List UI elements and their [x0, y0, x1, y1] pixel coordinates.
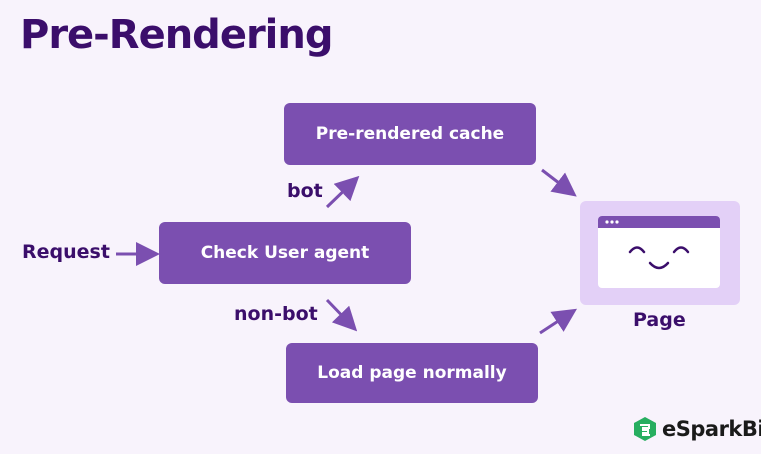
brand-name: eSparkBiz	[662, 417, 761, 441]
check-user-agent-node: Check User agent	[159, 222, 411, 284]
browser-title-bar	[598, 216, 720, 228]
page-label: Page	[633, 309, 686, 331]
brand-logo: eSparkBiz	[633, 416, 761, 442]
arrow-bot	[325, 175, 360, 209]
bot-label: bot	[287, 180, 323, 202]
prerendered-cache-node: Pre-rendered cache	[284, 103, 536, 165]
arrow-cache-to-page	[541, 168, 577, 197]
smiley-face-icon	[628, 246, 690, 270]
arrow-load-to-page	[539, 308, 578, 335]
load-page-normally-node: Load page normally	[286, 343, 538, 403]
window-dots-icon	[605, 220, 619, 224]
page-title: Pre-Rendering	[20, 12, 333, 58]
page-node	[580, 201, 740, 305]
arrow-nonbot	[325, 298, 358, 332]
browser-window-icon	[598, 216, 720, 288]
nonbot-label: non-bot	[234, 303, 318, 325]
request-label: Request	[22, 241, 110, 263]
esparkbiz-logo-icon	[634, 417, 656, 441]
